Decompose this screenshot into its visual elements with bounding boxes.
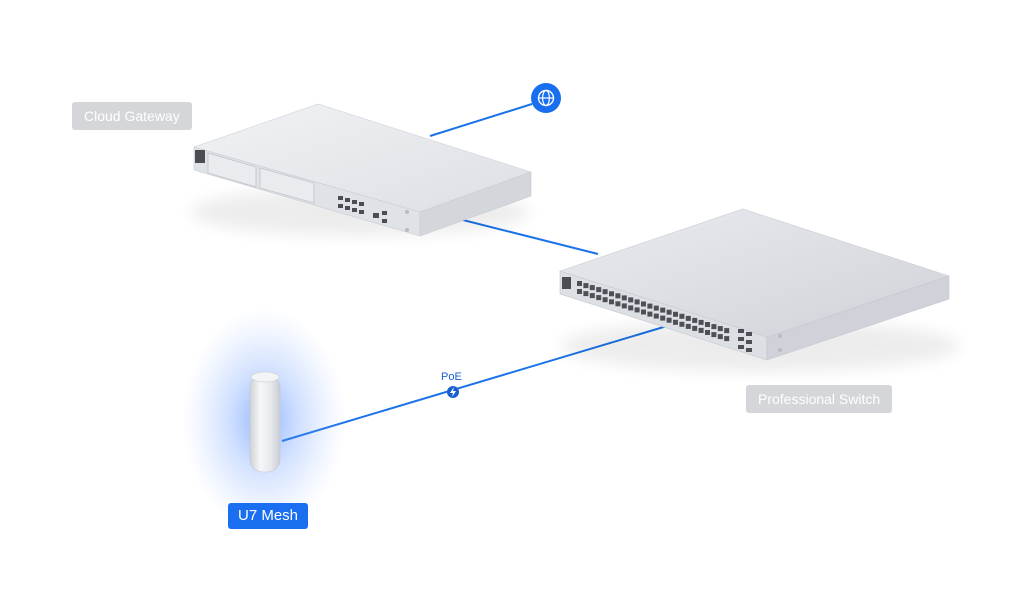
switch-port: [583, 283, 589, 289]
cloud-gateway-device: [190, 103, 532, 237]
switch-port: [711, 332, 717, 338]
switch-port: [596, 295, 602, 301]
switch-port: [602, 289, 608, 295]
switch-port: [705, 322, 710, 327]
switch-port: [628, 297, 634, 303]
switch-port: [628, 305, 634, 311]
switch-port: [717, 334, 723, 340]
switch-port: [653, 305, 659, 311]
switch-port: [647, 303, 653, 309]
switch-port: [673, 311, 678, 317]
switch-port: [621, 303, 627, 309]
switch-port: [609, 291, 614, 297]
switch-port: [698, 327, 704, 333]
switch-port: [615, 301, 621, 307]
switch-port: [724, 328, 730, 334]
link-gateway-internet: [429, 103, 533, 137]
switch-port: [583, 291, 589, 297]
switch-port: [589, 285, 595, 291]
switch-port: [634, 299, 640, 305]
switch-port: [685, 315, 691, 321]
switch-port: [724, 336, 730, 342]
switch-port: [692, 317, 698, 323]
switch-port: [666, 317, 672, 323]
switch-port: [673, 319, 678, 325]
globe-icon: [531, 83, 561, 113]
switch-port: [679, 313, 685, 319]
u7-mesh-device: [182, 308, 346, 532]
switch-port: [711, 324, 717, 330]
switch-port: [609, 299, 614, 305]
switch-port: [634, 307, 640, 313]
switch-port: [666, 309, 672, 315]
switch-port: [577, 281, 582, 286]
poe-label: PoE: [441, 371, 462, 383]
switch-port: [660, 307, 666, 313]
switch-port: [717, 326, 723, 332]
switch-port: [602, 297, 608, 303]
switch-port: [679, 321, 685, 327]
professional-switch-device: [559, 208, 960, 372]
switch-port: [698, 319, 704, 325]
switch-port: [596, 287, 602, 293]
switch-port: [692, 325, 698, 331]
switch-port: [653, 313, 659, 319]
switch-port: [589, 293, 595, 299]
switch-port: [660, 315, 666, 321]
switch-port: [705, 330, 710, 335]
cloud-gateway-label: Cloud Gateway: [72, 102, 192, 130]
switch-port: [641, 309, 646, 315]
switch-port: [577, 289, 582, 294]
switch-port: [621, 295, 627, 301]
switch-port: [685, 323, 691, 329]
switch-port: [641, 301, 646, 307]
lightning-icon: [447, 386, 459, 398]
switch-port: [615, 293, 621, 299]
professional-switch-label: Professional Switch: [746, 385, 893, 413]
switch-port: [647, 311, 653, 317]
u7-mesh-label: U7 Mesh: [228, 503, 309, 529]
